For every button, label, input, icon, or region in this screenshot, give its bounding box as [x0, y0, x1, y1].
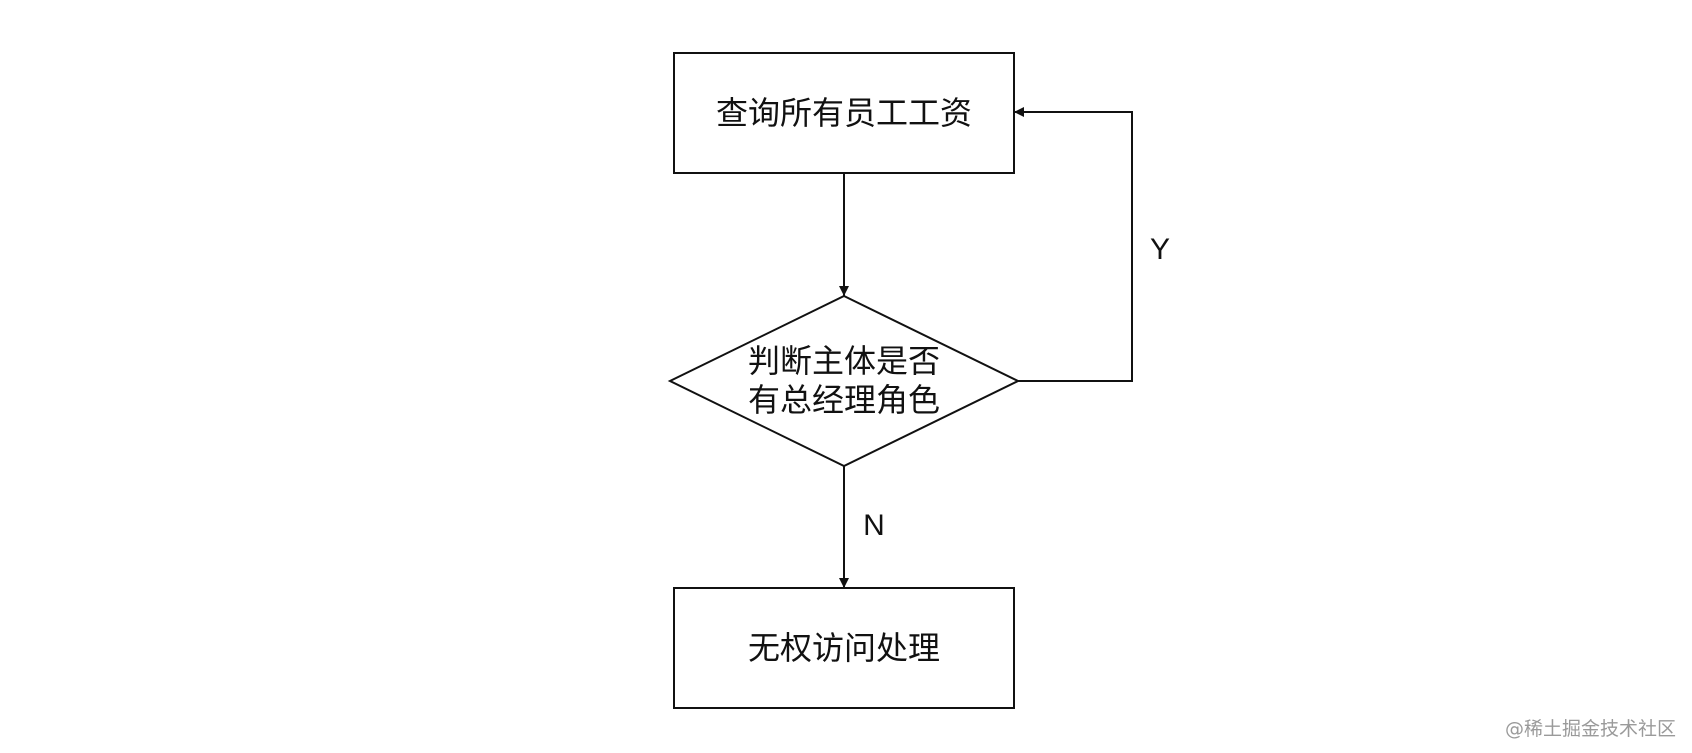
deny-box-label: 无权访问处理 [748, 629, 940, 667]
edge-yes-label: Y [1150, 233, 1170, 266]
query-box-label: 查询所有员工工资 [716, 94, 972, 132]
edge-decision-to-query-yes [1014, 107, 1133, 382]
deny-box [673, 587, 1015, 709]
decision-label-line1: 判断主体是否 [748, 342, 940, 380]
query-box [673, 52, 1015, 174]
decision-label-line2: 有总经理角色 [748, 381, 940, 419]
watermark-text: @稀土掘金技术社区 [1504, 718, 1676, 740]
edge-no-label: N [863, 509, 885, 542]
